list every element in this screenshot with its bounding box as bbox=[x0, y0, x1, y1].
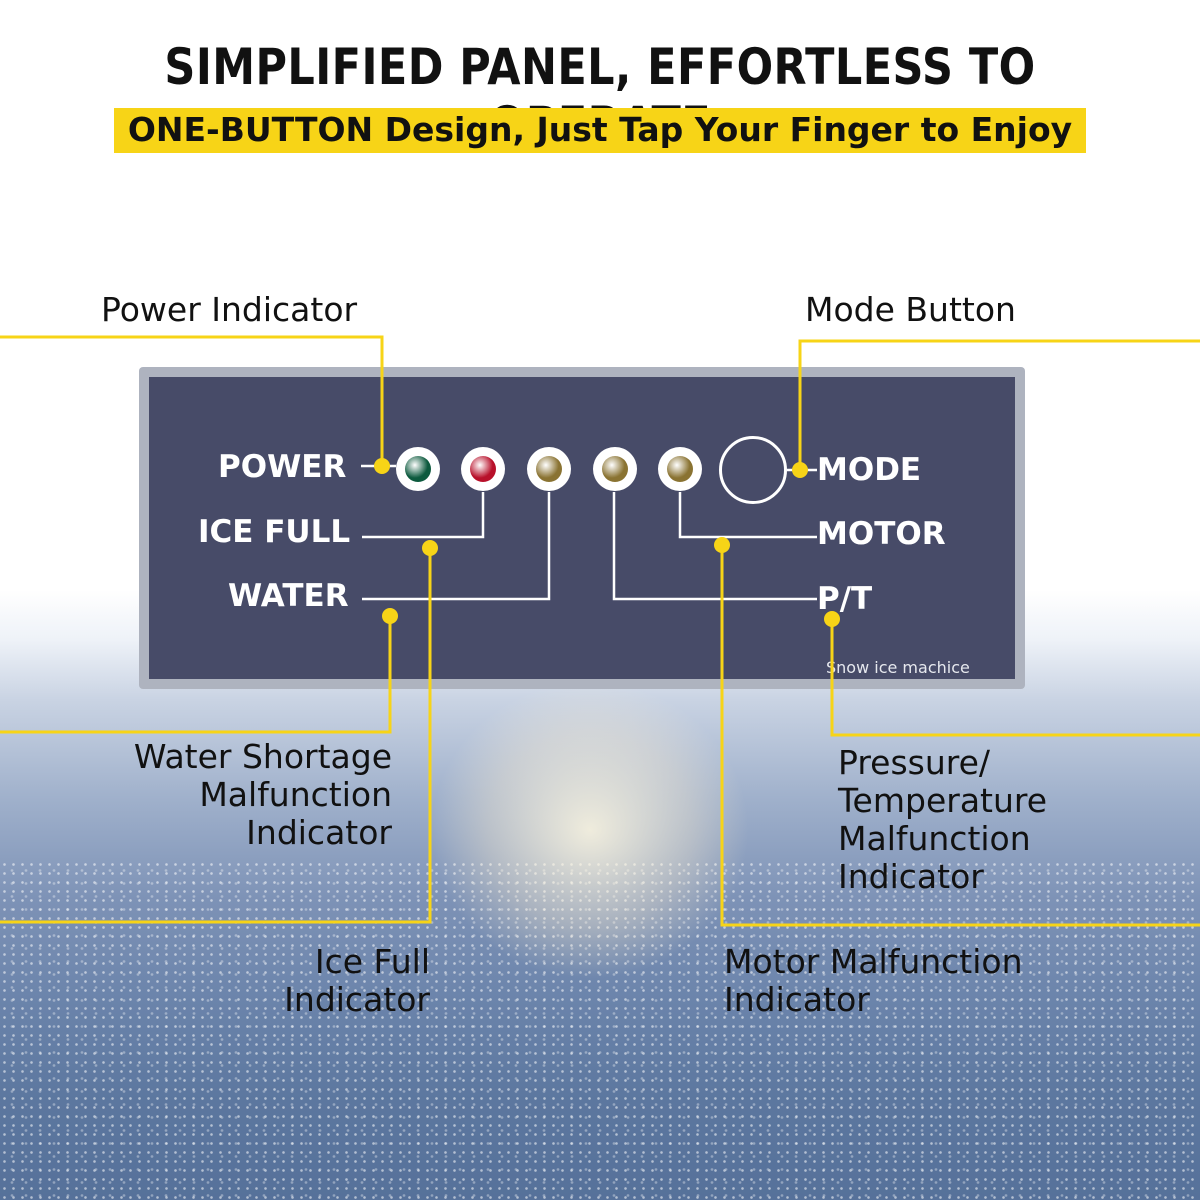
pt-callout-dot bbox=[824, 611, 840, 627]
ice-full-led bbox=[461, 447, 505, 491]
ice-full-callout-line bbox=[0, 548, 432, 924]
callout-power-indicator: Power Indicator bbox=[101, 290, 358, 329]
mode-callout-dot bbox=[792, 462, 808, 478]
panel-label-mode: MODE bbox=[817, 452, 922, 488]
callout-dots bbox=[374, 458, 840, 627]
panel-label-pt: P/T bbox=[817, 581, 873, 617]
control-panel-face bbox=[149, 377, 1015, 679]
callout-motor-line-2: Indicator bbox=[724, 980, 870, 1019]
callout-pt-line-2: Temperature bbox=[838, 781, 1048, 820]
mode-button[interactable] bbox=[719, 436, 787, 504]
water-led-core bbox=[536, 456, 562, 482]
callout-pt-line-1: Pressure/ bbox=[838, 743, 991, 782]
power-led-core bbox=[405, 456, 431, 482]
motor-led bbox=[658, 447, 702, 491]
callout-water-shortage-line-1: Water Shortage bbox=[133, 737, 392, 776]
water-wire bbox=[362, 492, 551, 601]
panel-label-motor: MOTOR bbox=[817, 516, 946, 552]
callout-ice-full-line-1: Ice Full bbox=[314, 942, 430, 981]
pt-led bbox=[593, 447, 637, 491]
callout-water-shortage-line-3: Indicator bbox=[246, 813, 392, 852]
panel-label-power: POWER bbox=[218, 449, 347, 485]
motor-callout-line bbox=[720, 545, 1200, 927]
pt-led-core bbox=[602, 456, 628, 482]
ice-full-wire bbox=[362, 492, 485, 539]
callout-motor-line-1: Motor Malfunction bbox=[724, 942, 1023, 981]
panel-label-water: WATER bbox=[228, 578, 349, 614]
callout-ice-full: Ice Full Indicator bbox=[230, 943, 430, 1019]
callout-lines bbox=[0, 335, 1200, 927]
motor-wire bbox=[678, 492, 817, 539]
callout-water-shortage: Water Shortage Malfunction Indicator bbox=[100, 738, 392, 852]
subheadline-banner: ONE-BUTTON Design, Just Tap Your Finger … bbox=[113, 108, 1087, 153]
power-callout-line bbox=[0, 335, 384, 466]
ice-full-callout-dot bbox=[422, 540, 438, 556]
water-led bbox=[527, 447, 571, 491]
callout-motor-malfunction: Motor Malfunction Indicator bbox=[724, 943, 1023, 1019]
power-callout-dot bbox=[374, 458, 390, 474]
callout-pressure-temperature: Pressure/ Temperature Malfunction Indica… bbox=[838, 744, 1047, 896]
callout-mode-button: Mode Button bbox=[805, 290, 1016, 329]
water-callout-dot bbox=[382, 608, 398, 624]
water-callout-line bbox=[0, 616, 392, 734]
ice-full-led-core bbox=[470, 456, 496, 482]
callout-pt-line-3: Malfunction bbox=[838, 819, 1031, 858]
panel-label-ice-full: ICE FULL bbox=[198, 514, 351, 550]
pt-callout-line bbox=[830, 619, 1200, 737]
mode-callout-line bbox=[798, 339, 1200, 470]
pt-wire bbox=[612, 492, 817, 601]
motor-led-core bbox=[667, 456, 693, 482]
frost-crystal-glow bbox=[430, 680, 750, 980]
motor-callout-dot bbox=[714, 537, 730, 553]
panel-brand-text: Snow ice machice bbox=[826, 658, 970, 677]
callout-pt-line-4: Indicator bbox=[838, 857, 984, 896]
callout-ice-full-line-2: Indicator bbox=[284, 980, 430, 1019]
power-led bbox=[396, 447, 440, 491]
control-panel bbox=[139, 367, 1025, 689]
callout-water-shortage-line-2: Malfunction bbox=[199, 775, 392, 814]
